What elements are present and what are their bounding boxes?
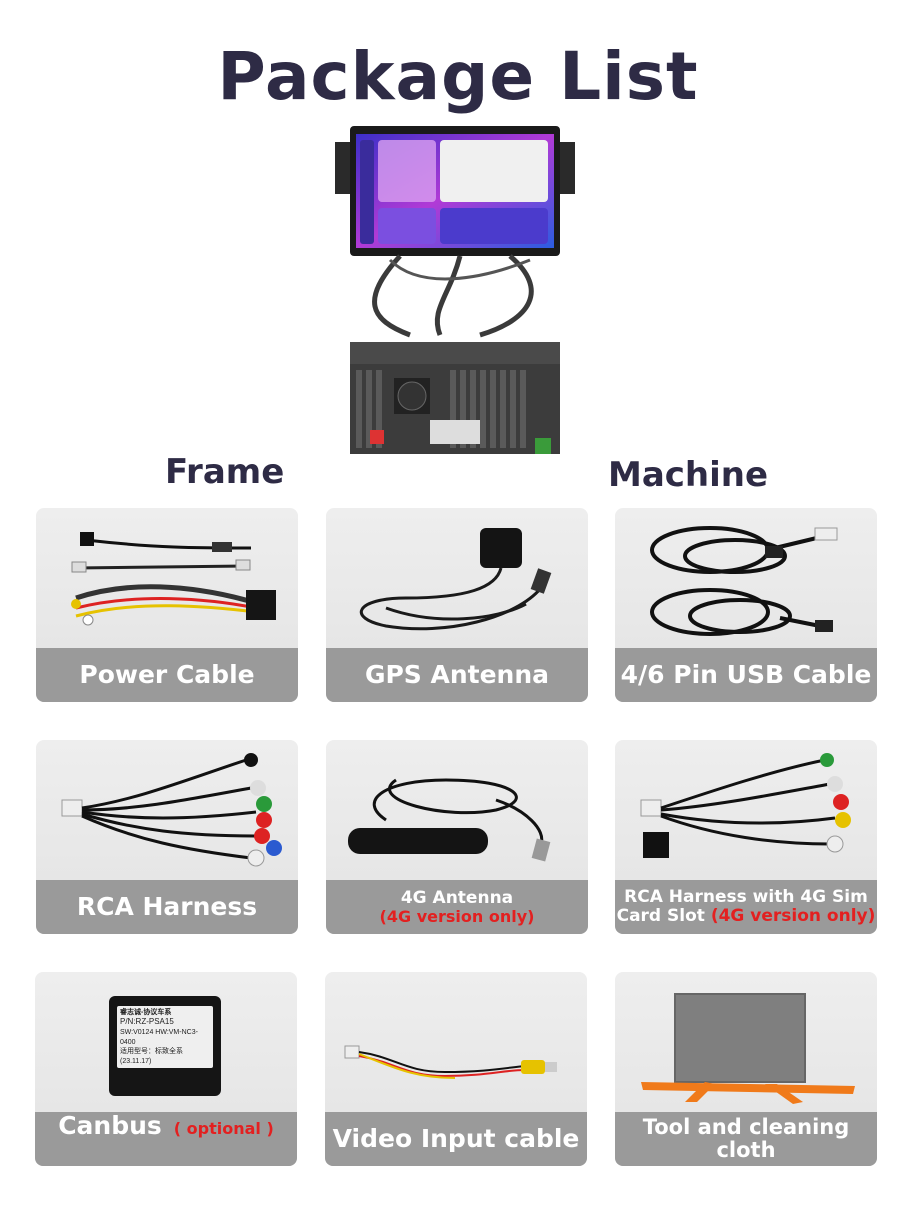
frame-label: Frame: [165, 452, 285, 492]
video-input-cable-image: [344, 1045, 557, 1079]
item-caption: RCA Harness: [36, 880, 298, 934]
item-label: 4G Antenna: [400, 887, 514, 908]
page-title: Package List: [217, 38, 699, 115]
tool-and-cloth-image: [641, 993, 855, 1104]
head-unit-image: [335, 126, 575, 454]
item-card-tool-cloth: Tool and cleaning cloth: [615, 972, 877, 1166]
item-label: Tool and cleaning cloth: [642, 1114, 850, 1162]
gps-antenna-image: [360, 528, 552, 631]
item-caption: 4G Antenna (4G version only): [326, 880, 588, 934]
item-label-line1: RCA Harness with 4G Sim: [624, 887, 868, 908]
item-card-canbus: 睿志诚-协议车系 P/N:RZ-PSA15 SW:V0124 HW:VM-NC3…: [35, 972, 297, 1166]
rca-harness-sim-image: [640, 753, 851, 858]
rca-harness-image: [61, 753, 282, 867]
item-card-gps-antenna: GPS Antenna: [326, 508, 588, 702]
canbus-image: 睿志诚-协议车系 P/N:RZ-PSA15 SW:V0124 HW:VM-NC3…: [35, 972, 297, 1112]
item-card-4g-antenna: 4G Antenna (4G version only): [326, 740, 588, 934]
item-label: 4/6 Pin USB Cable: [620, 660, 872, 690]
item-caption: Power Cable: [36, 648, 298, 702]
item-caption: GPS Antenna: [326, 648, 588, 702]
item-caption: Video Input cable: [325, 1112, 587, 1166]
item-card-rca-harness: RCA Harness: [36, 740, 298, 934]
item-card-usb-cable: 4/6 Pin USB Cable: [615, 508, 877, 702]
item-label: RCA Harness: [76, 892, 258, 922]
item-note: ( optional ): [173, 1119, 274, 1138]
item-label-line2: Card Slot: [616, 906, 705, 926]
canbus-line3: SW:V0124 HW:VM-NC3-0400: [120, 1029, 198, 1046]
machine-label: Machine: [608, 455, 769, 495]
power-cable-image: [71, 532, 276, 626]
item-label: Power Cable: [79, 660, 255, 690]
item-caption: Canbus ( optional ): [35, 1112, 297, 1166]
item-caption: Tool and cleaning cloth: [615, 1112, 877, 1166]
item-note: (4G version only): [379, 906, 535, 926]
canbus-line4: 适用型号：标致全系(23.11.17): [120, 1048, 183, 1065]
item-label: Canbus: [58, 1111, 162, 1140]
4g-antenna-image: [348, 778, 551, 862]
item-caption: 4/6 Pin USB Cable: [615, 648, 877, 702]
item-note: (4G version only): [710, 906, 876, 926]
canbus-line1: 睿志诚-协议车系: [120, 1009, 172, 1016]
canbus-line2: P/N:RZ-PSA15: [120, 1017, 174, 1027]
item-card-power-cable: Power Cable: [36, 508, 298, 702]
item-caption: RCA Harness with 4G Sim Card Slot (4G ve…: [615, 880, 877, 934]
item-card-rca-harness-4g: RCA Harness with 4G Sim Card Slot (4G ve…: [615, 740, 877, 934]
canbus-label-sticker: 睿志诚-协议车系 P/N:RZ-PSA15 SW:V0124 HW:VM-NC3…: [117, 1006, 213, 1068]
item-card-video-input-cable: Video Input cable: [325, 972, 587, 1166]
usb-cable-image: [650, 526, 838, 636]
item-label: GPS Antenna: [364, 660, 550, 690]
item-label: Video Input cable: [332, 1124, 580, 1154]
